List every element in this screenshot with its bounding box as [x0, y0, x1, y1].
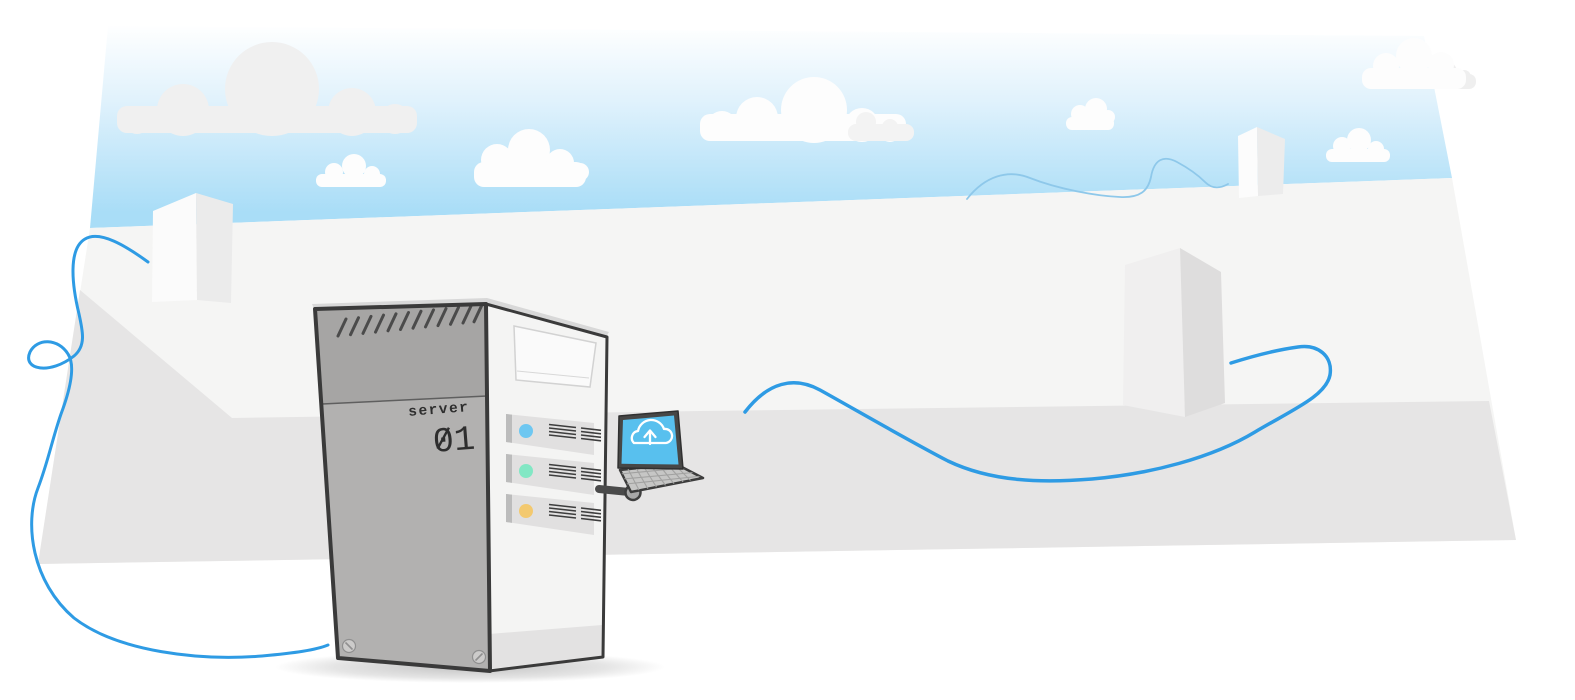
- cloud-tiny-midright-icon: [1066, 98, 1115, 130]
- cloud-center-left-icon: [474, 129, 589, 187]
- cloud-small-left-icon: [316, 154, 386, 187]
- drive-bay-3: [506, 494, 602, 535]
- server-vent-slashes: [336, 303, 484, 338]
- server-screws: [341, 638, 487, 665]
- bay-vent-lines: [548, 503, 602, 522]
- building-left: [152, 193, 233, 303]
- bay-led-mint: [519, 464, 533, 478]
- server-label-name: server: [408, 400, 470, 421]
- bay-vent-lines: [548, 423, 602, 442]
- server-label: server 01: [408, 400, 477, 463]
- slashed-zero-stroke: [436, 427, 450, 450]
- drive-bay-2: [506, 454, 602, 495]
- cloud-topright-icon: [1362, 38, 1466, 89]
- cloud-small-right-icon: [1326, 128, 1390, 162]
- bay-vent-lines: [548, 463, 602, 482]
- clouds: [117, 38, 1476, 187]
- bay-led-amber: [519, 504, 533, 518]
- cable-right: [743, 344, 1333, 483]
- cloud-center-gray-lobe-icon: [848, 112, 914, 141]
- drive-bay-1: [506, 414, 602, 455]
- cloud-large-gray-icon: [117, 42, 417, 136]
- server-front-outline: [313, 302, 492, 673]
- server-side-bottom-band: [489, 625, 603, 669]
- server-side-panel-detail: [513, 325, 597, 388]
- cloud-upload-icon: [630, 418, 674, 446]
- cable-left: [27, 234, 330, 659]
- server-label-number: 01: [431, 420, 476, 463]
- wire-thin-right: [966, 157, 1229, 200]
- building-tall: [1123, 248, 1225, 417]
- building-tower-small: [1238, 127, 1285, 198]
- laptop-cable-horizontal: [595, 485, 633, 496]
- bay-led-blue: [519, 424, 533, 438]
- server-front-divider: [321, 395, 488, 405]
- server-tower: server 01: [312, 298, 609, 673]
- laptop: [595, 410, 705, 502]
- server-front-top-section: [315, 304, 487, 404]
